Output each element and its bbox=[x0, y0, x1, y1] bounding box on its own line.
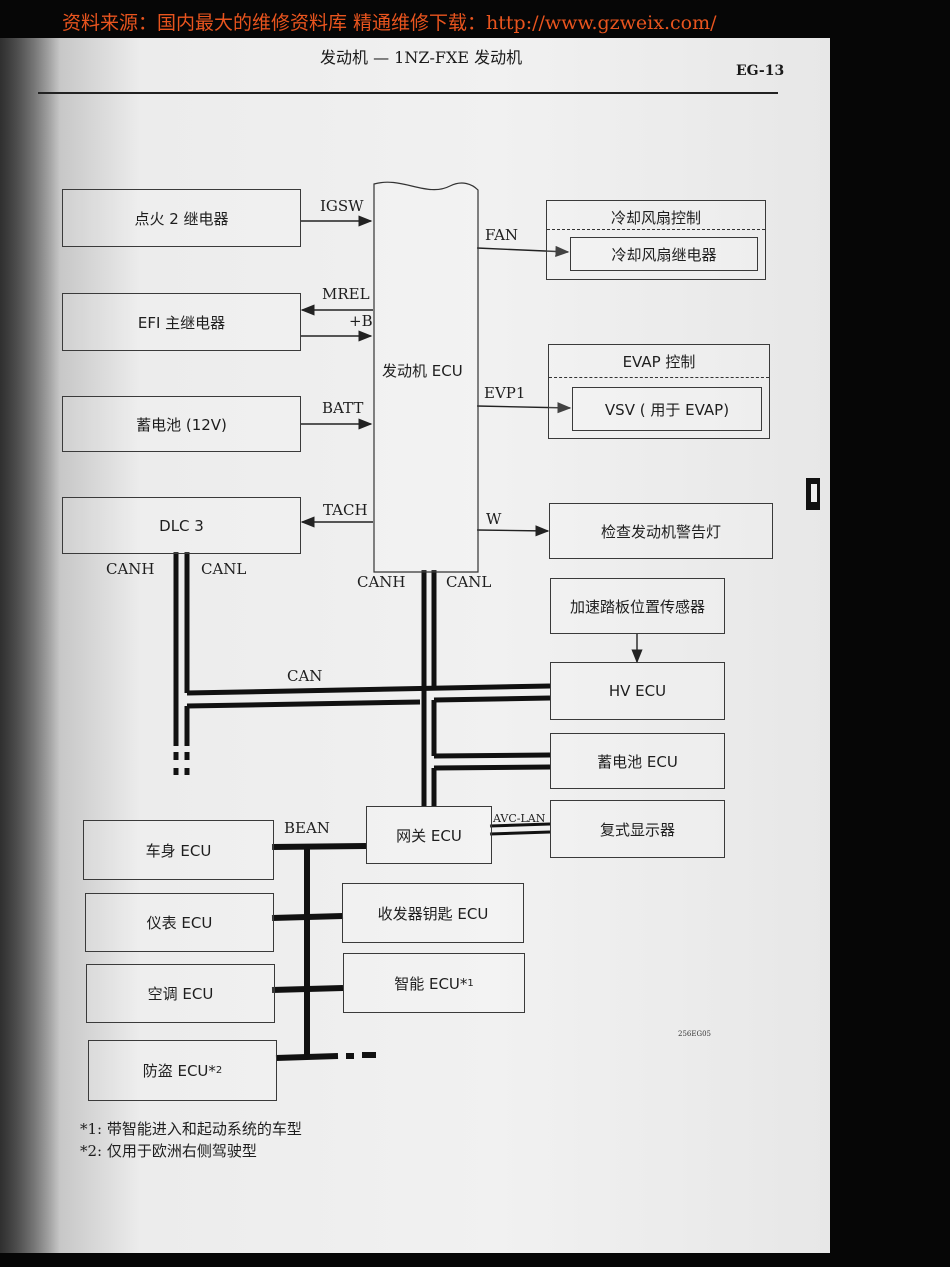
evp1-wire bbox=[476, 402, 572, 414]
body-ecu-box: 车身 ECU bbox=[83, 820, 274, 880]
header-rule bbox=[38, 92, 778, 94]
can-label: CAN bbox=[287, 667, 323, 685]
fan-control-label: 冷却风扇控制 bbox=[610, 209, 701, 227]
bean-bus bbox=[271, 843, 367, 1061]
battery-ecu-box: 蓄电池 ECU bbox=[550, 733, 725, 789]
ecu-canh-label: CANH bbox=[357, 573, 406, 591]
avc-lan-label: AVC-LAN bbox=[493, 812, 546, 825]
bean-bus-continuation bbox=[346, 1052, 376, 1059]
vsv-box: VSV ( 用于 EVAP) bbox=[572, 387, 762, 431]
transceiver-key-ecu-box: 收发器钥匙 ECU bbox=[342, 883, 524, 943]
smart-ecu-label: 智能 ECU* bbox=[394, 974, 468, 993]
bean-label: BEAN bbox=[284, 819, 330, 837]
engine-ecu-label: 发动机 ECU bbox=[382, 362, 463, 380]
gateway-ecu-box: 网关 ECU bbox=[366, 806, 492, 864]
mrel-label: MREL bbox=[322, 285, 370, 303]
plus-b-label: +B bbox=[349, 312, 373, 330]
page-shadow bbox=[0, 38, 60, 1253]
can-bus bbox=[173, 552, 551, 806]
theft-deterrent-ecu-box: 防盗 ECU*2 bbox=[88, 1040, 277, 1101]
check-engine-lamp-box: 检查发动机警告灯 bbox=[549, 503, 773, 559]
can-bus-continuation bbox=[173, 752, 190, 775]
w-label: W bbox=[486, 510, 502, 528]
batt-label: BATT bbox=[322, 399, 364, 417]
battery-box: 蓄电池 (12V) bbox=[62, 396, 301, 452]
theft-ecu-footnote-mark: 2 bbox=[215, 1065, 223, 1076]
igsw-label: IGSW bbox=[320, 197, 364, 215]
ignition-relay-box: 点火 2 继电器 bbox=[62, 189, 301, 247]
hv-ecu-box: HV ECU bbox=[550, 662, 725, 720]
footnote-1: *1: 带智能进入和起动系统的车型 bbox=[80, 1120, 302, 1138]
document-page bbox=[0, 38, 830, 1253]
evap-control-label: EVAP 控制 bbox=[622, 353, 696, 371]
tach-label: TACH bbox=[323, 501, 368, 519]
meter-ecu-box: 仪表 ECU bbox=[85, 893, 274, 952]
figure-code: 256EG05 bbox=[678, 1030, 711, 1038]
dlc-canl-label: CANL bbox=[201, 560, 247, 578]
fan-wire bbox=[476, 245, 570, 258]
theft-ecu-label: 防盗 ECU* bbox=[142, 1062, 216, 1080]
fan-control-group: 冷却风扇控制 bbox=[546, 200, 766, 280]
efi-main-relay-box: EFI 主继电器 bbox=[62, 293, 301, 351]
fan-relay-box: 冷却风扇继电器 bbox=[570, 237, 758, 271]
section-tab-marker bbox=[806, 478, 820, 510]
evap-control-group: EVAP 控制 bbox=[548, 344, 770, 439]
ecu-canl-label: CANL bbox=[446, 573, 492, 591]
page-title: 发动机 — 1NZ-FXE 发动机 bbox=[320, 48, 523, 67]
footnote-2: *2: 仅用于欧洲右侧驾驶型 bbox=[80, 1142, 257, 1160]
page-code: EG-13 bbox=[736, 63, 785, 79]
evap-group-divider bbox=[549, 377, 769, 378]
multi-display-box: 复式显示器 bbox=[550, 800, 725, 858]
engine-ecu-outline bbox=[373, 181, 479, 573]
fan-group-divider bbox=[547, 229, 765, 230]
fan-label: FAN bbox=[485, 226, 519, 244]
dlc3-box: DLC 3 bbox=[62, 497, 301, 554]
watermark-text: 资料来源：国内最大的维修资料库 精通维修下载：http://www.gzweix… bbox=[62, 12, 717, 34]
evp1-label: EVP1 bbox=[484, 384, 526, 402]
smart-ecu-box: 智能 ECU*1 bbox=[343, 953, 525, 1013]
accel-pedal-sensor-box: 加速踏板位置传感器 bbox=[550, 578, 725, 634]
w-wire bbox=[476, 525, 550, 537]
smart-ecu-footnote-mark: 1 bbox=[467, 977, 474, 989]
ac-ecu-box: 空调 ECU bbox=[86, 964, 275, 1023]
dlc-canh-label: CANH bbox=[106, 560, 155, 578]
avc-lan-bus bbox=[489, 822, 551, 836]
